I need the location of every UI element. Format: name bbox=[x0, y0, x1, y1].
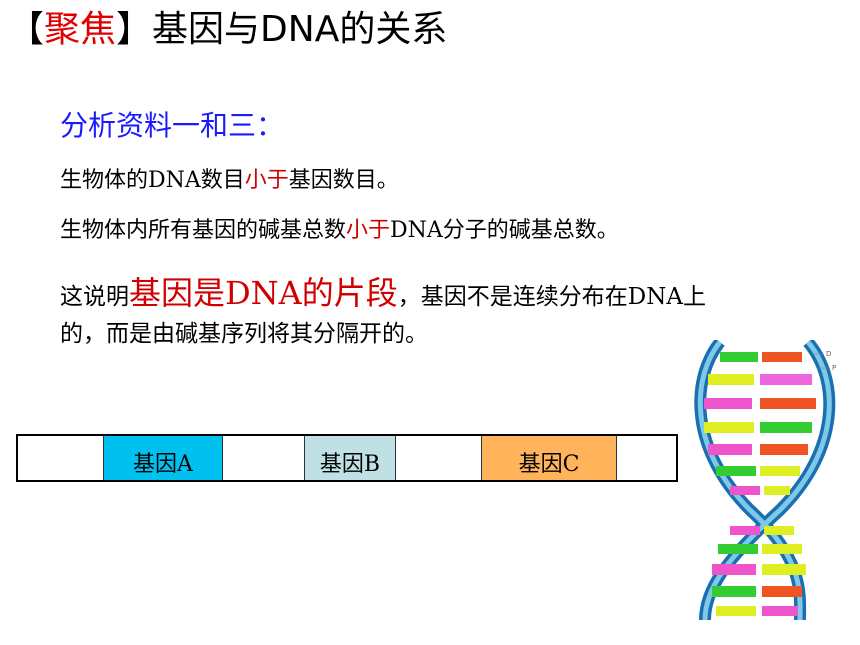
statement-dna-count: 生物体的DNA数目小于基因数目。 bbox=[60, 162, 399, 194]
statement-text: 生物体内所有基因的碱基总数 bbox=[60, 218, 347, 243]
emphasis-text: 小于 bbox=[244, 168, 289, 193]
title-bracket-close: 】 bbox=[116, 9, 153, 50]
statement-text: 生物体的DNA数目 bbox=[60, 168, 245, 193]
statement-text: DNA分子的碱基总数。 bbox=[390, 218, 619, 243]
title-focus-label: 聚焦 bbox=[44, 9, 117, 50]
dna-strand-bar: 基因A 基因B 基因C bbox=[16, 434, 678, 482]
gene-a-segment: 基因A bbox=[103, 436, 223, 480]
conclusion-line-1: 这说明基因是DNA的片段，基因不是连续分布在DNA上 bbox=[60, 268, 706, 314]
statement-text: 这说明 bbox=[60, 284, 129, 310]
conclusion-line-2: 的，而是由碱基序列将其分隔开的。 bbox=[60, 321, 428, 347]
gene-b-segment: 基因B bbox=[304, 436, 396, 480]
key-conclusion: 基因是DNA的片段 bbox=[129, 274, 398, 312]
gene-c-label: 基因C bbox=[518, 452, 580, 477]
dna-double-helix-illustration: D P bbox=[694, 340, 836, 621]
emphasis-text: 小于 bbox=[346, 218, 391, 243]
dna-base-pairs bbox=[704, 352, 816, 495]
title-bracket-open: 【 bbox=[8, 9, 45, 50]
statement-text: 基因数目。 bbox=[288, 168, 399, 193]
gene-b-label: 基因B bbox=[319, 452, 381, 477]
slide-title: 【聚焦】基因与DNA的关系 bbox=[8, 8, 447, 52]
section-subhead: 分析资料一和三： bbox=[60, 109, 285, 142]
gene-a-label: 基因A bbox=[133, 452, 193, 477]
statement-text: ，基因不是连续分布在DNA上 bbox=[397, 284, 706, 310]
dna-label-p: P bbox=[832, 364, 836, 372]
title-text: 基因与DNA的关系 bbox=[152, 9, 448, 50]
dna-label-d: D bbox=[826, 350, 831, 358]
statement-base-count: 生物体内所有基因的碱基总数小于DNA分子的碱基总数。 bbox=[60, 212, 619, 244]
dna-base-pairs bbox=[712, 526, 806, 616]
gene-c-segment: 基因C bbox=[481, 436, 617, 480]
